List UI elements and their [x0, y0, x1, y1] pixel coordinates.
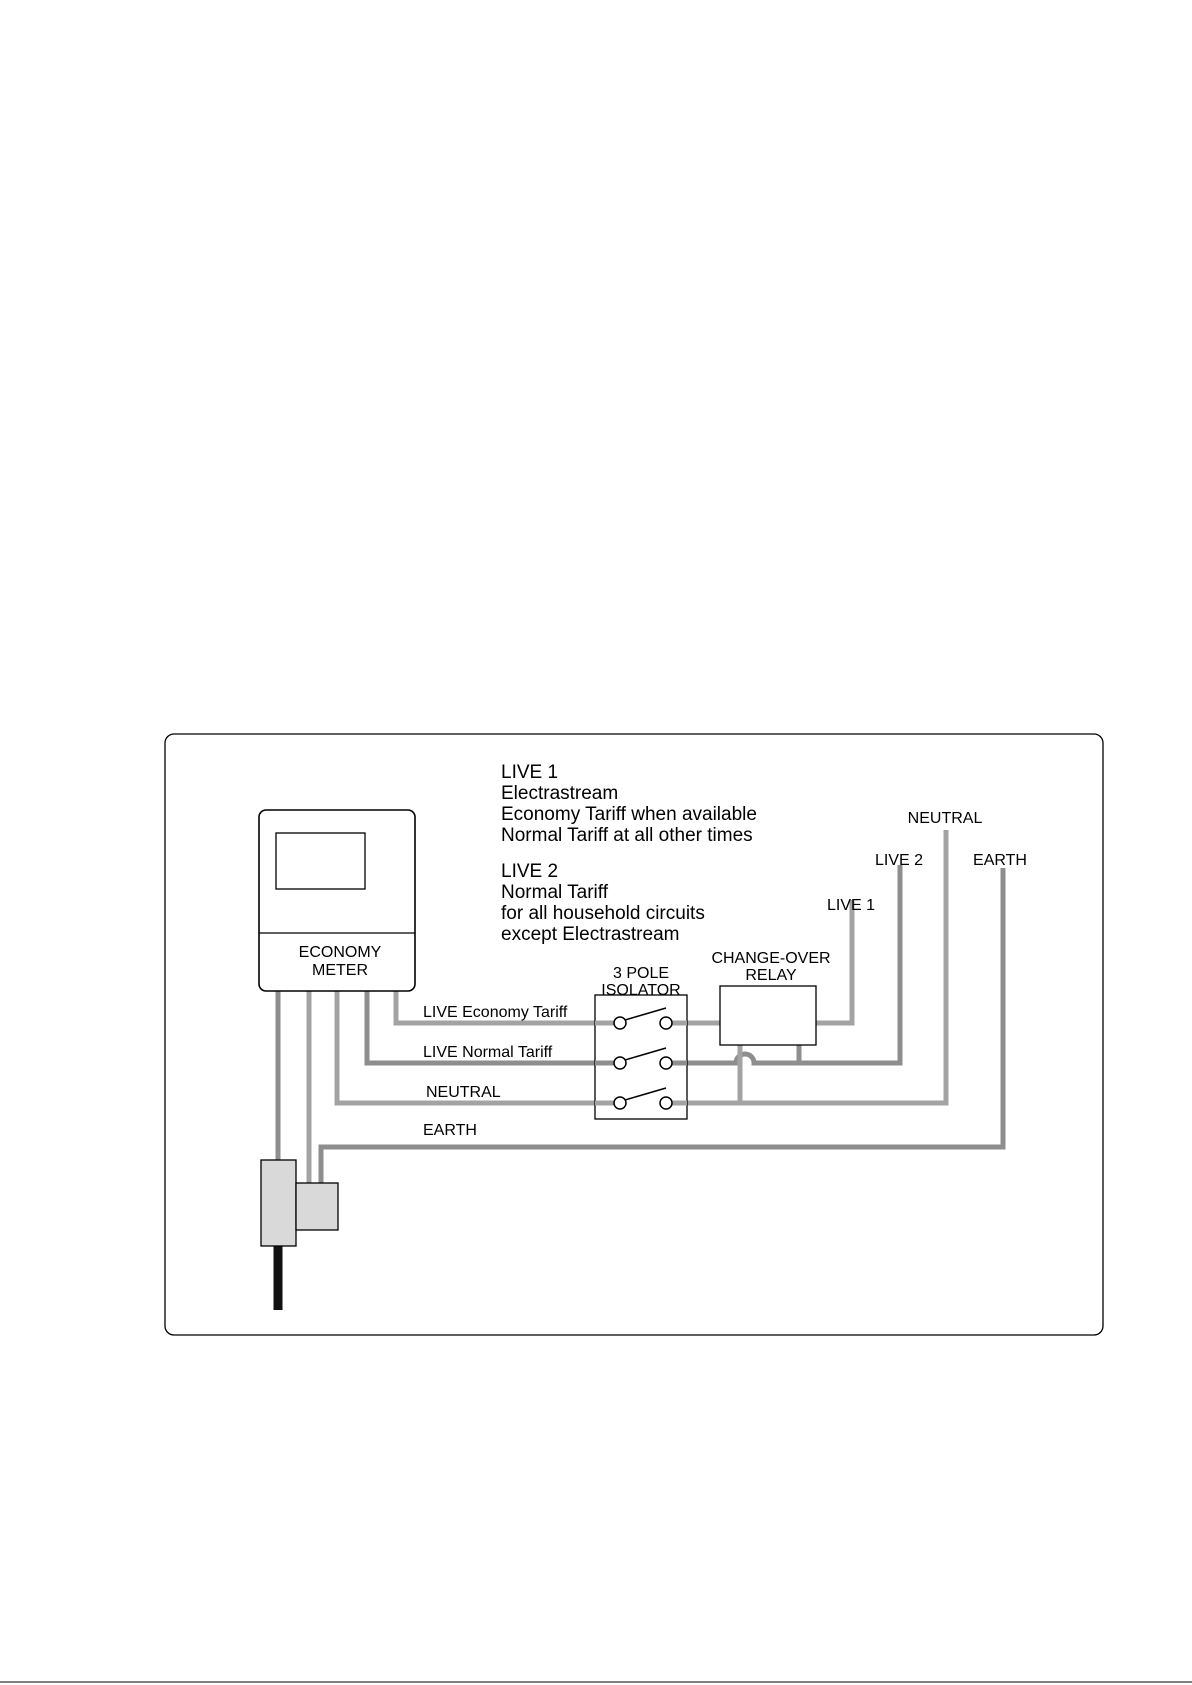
live1-line: Electrastream: [501, 783, 618, 804]
isolator-contact: [614, 1017, 626, 1029]
live2-line: for all household circuits: [501, 903, 705, 924]
isolator-label: 3 POLE: [613, 965, 669, 982]
live2-line: except Electrastream: [501, 924, 679, 945]
economy-meter: ECONOMY METER: [259, 810, 415, 991]
isolator-contact: [660, 1057, 672, 1069]
relay-label: CHANGE-OVER: [711, 950, 830, 967]
wire-label-live-normal: LIVE Normal Tariff: [423, 1044, 553, 1061]
meter-label: ECONOMY: [299, 944, 382, 961]
wire-label-earth: EARTH: [423, 1122, 477, 1139]
live2-line: Normal Tariff: [501, 882, 609, 903]
output-label-live1: LIVE 1: [827, 897, 875, 914]
output-label-neutral: NEUTRAL: [908, 810, 983, 827]
output-label-live2: LIVE 2: [875, 852, 923, 869]
service-cutout: [261, 1160, 338, 1246]
live1-line: Economy Tariff when available: [501, 804, 757, 825]
isolator-contact: [660, 1017, 672, 1029]
service-fuse: [261, 1160, 296, 1246]
relay-label: RELAY: [745, 967, 797, 984]
wire-label-live-economy: LIVE Economy Tariff: [423, 1004, 568, 1021]
live1-line: Normal Tariff at all other times: [501, 825, 753, 846]
isolator-contact: [614, 1097, 626, 1109]
meter-label: METER: [312, 962, 368, 979]
isolator-contact: [660, 1097, 672, 1109]
isolator-contact: [614, 1057, 626, 1069]
isolator-label: ISOLATOR: [601, 982, 680, 999]
output-label-earth: EARTH: [973, 852, 1027, 869]
three-pole-isolator: 3 POLE ISOLATOR: [595, 965, 687, 1119]
neutral-block: [296, 1183, 338, 1230]
change-over-relay: CHANGE-OVER RELAY: [711, 950, 830, 1045]
live2-title: LIVE 2: [501, 861, 558, 882]
meter-display: [276, 833, 365, 889]
live1-title: LIVE 1: [501, 762, 558, 783]
wire-label-neutral: NEUTRAL: [426, 1084, 501, 1101]
